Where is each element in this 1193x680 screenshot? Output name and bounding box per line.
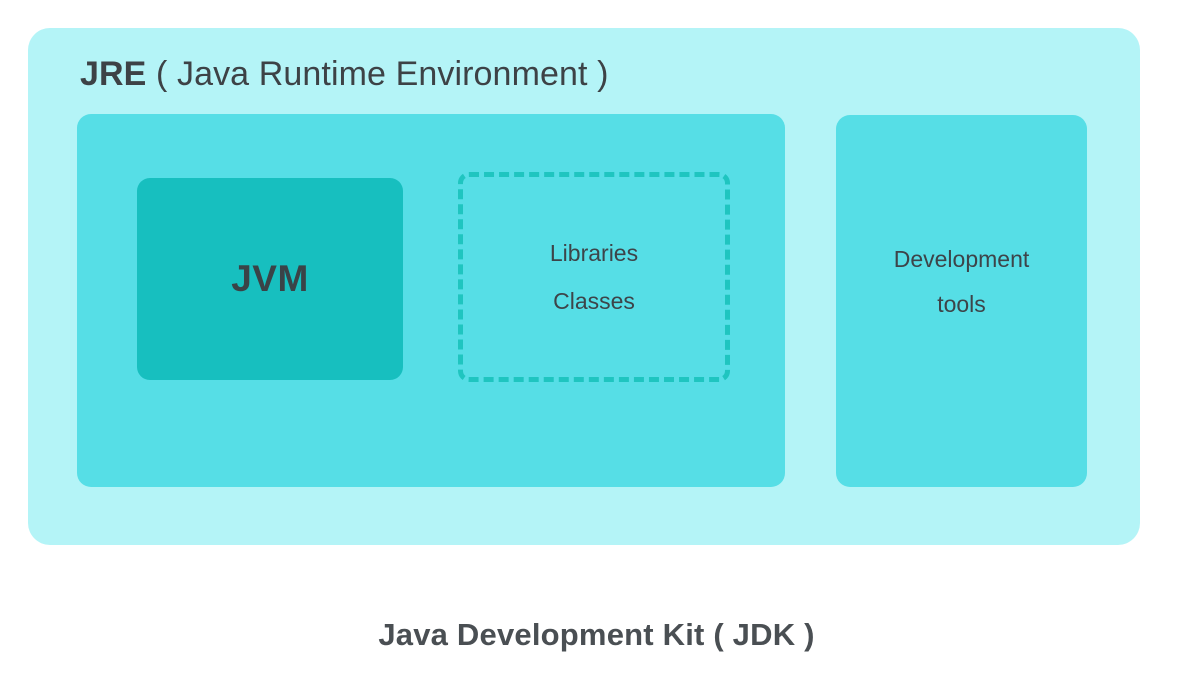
jdk-container: JRE ( Java Runtime Environment ) JVM Lib…: [28, 28, 1140, 545]
jvm-box: JVM: [137, 178, 403, 380]
libraries-label: Libraries: [549, 239, 639, 266]
libraries-classes-box: Libraries Classes: [458, 172, 730, 382]
development-tools-label-line1: Development: [893, 246, 1030, 272]
jdk-caption: Java Development Kit ( JDK ): [378, 617, 815, 652]
development-tools-box: Development tools: [836, 115, 1087, 487]
jre-panel: JVM Libraries Classes: [77, 114, 785, 487]
classes-label: Classes: [553, 287, 635, 314]
jvm-label: JVM: [231, 258, 309, 299]
jre-title-bold: JRE: [80, 55, 147, 93]
jre-title-rest: ( Java Runtime Environment ): [146, 55, 609, 93]
development-tools-label-line2: tools: [937, 291, 986, 317]
jre-title: JRE ( Java Runtime Environment ): [80, 50, 609, 98]
